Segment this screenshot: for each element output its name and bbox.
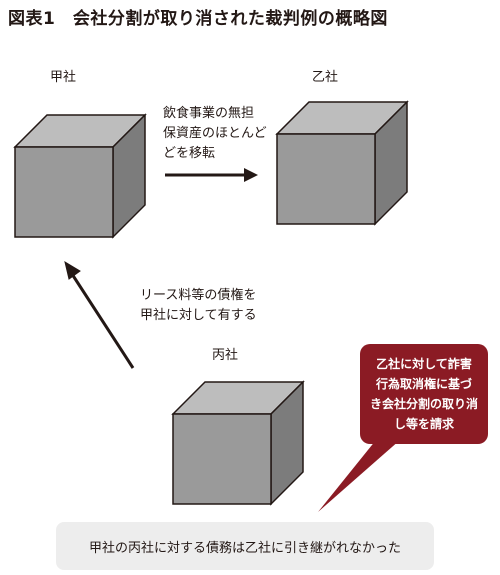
transfer-line-3: どを移転	[163, 146, 216, 161]
callout-line-3: き会社分割の取り消	[369, 397, 478, 411]
claim-line-2: 甲社に対して有する	[140, 308, 257, 323]
company-a-label: 甲社	[50, 70, 77, 85]
cube-b-front	[276, 133, 376, 225]
callout-line-4: し等を請求	[393, 417, 454, 431]
callout-line-1: 乙社に対して詐害	[376, 357, 472, 371]
cube-company-c	[171, 380, 305, 506]
conclusion-box: 甲社の丙社に対する債務は乙社に引き継がれなかった	[56, 522, 434, 570]
cube-c-front	[172, 413, 272, 505]
claim-arrow	[64, 260, 135, 369]
transfer-line-2: 保資産のほとんど	[163, 126, 267, 141]
transfer-annotation: 飲食事業の無担 保資産のほとんど どを移転	[163, 104, 267, 164]
claim-annotation: リース料等の債権を 甲社に対して有する	[140, 286, 257, 326]
conclusion-text: 甲社の丙社に対する債務は乙社に引き継がれなかった	[88, 540, 401, 556]
claim-line-1: リース料等の債権を	[140, 288, 257, 303]
cube-a-front	[14, 146, 114, 238]
transfer-arrow	[165, 168, 258, 182]
company-b-label: 乙社	[312, 70, 339, 85]
figure-title: 図表1 会社分割が取り消された裁判例の概略図	[8, 9, 388, 29]
callout-pointer	[318, 440, 400, 512]
cube-company-b	[275, 100, 409, 226]
callout-box: 乙社に対して詐害 行為取消権に基づ き会社分割の取り消 し等を請求	[360, 344, 488, 444]
cube-company-a	[13, 113, 147, 239]
transfer-line-1: 飲食事業の無担	[163, 106, 255, 121]
callout-line-2: 行為取消権に基づ	[375, 377, 472, 391]
company-c-label: 丙社	[212, 348, 239, 363]
